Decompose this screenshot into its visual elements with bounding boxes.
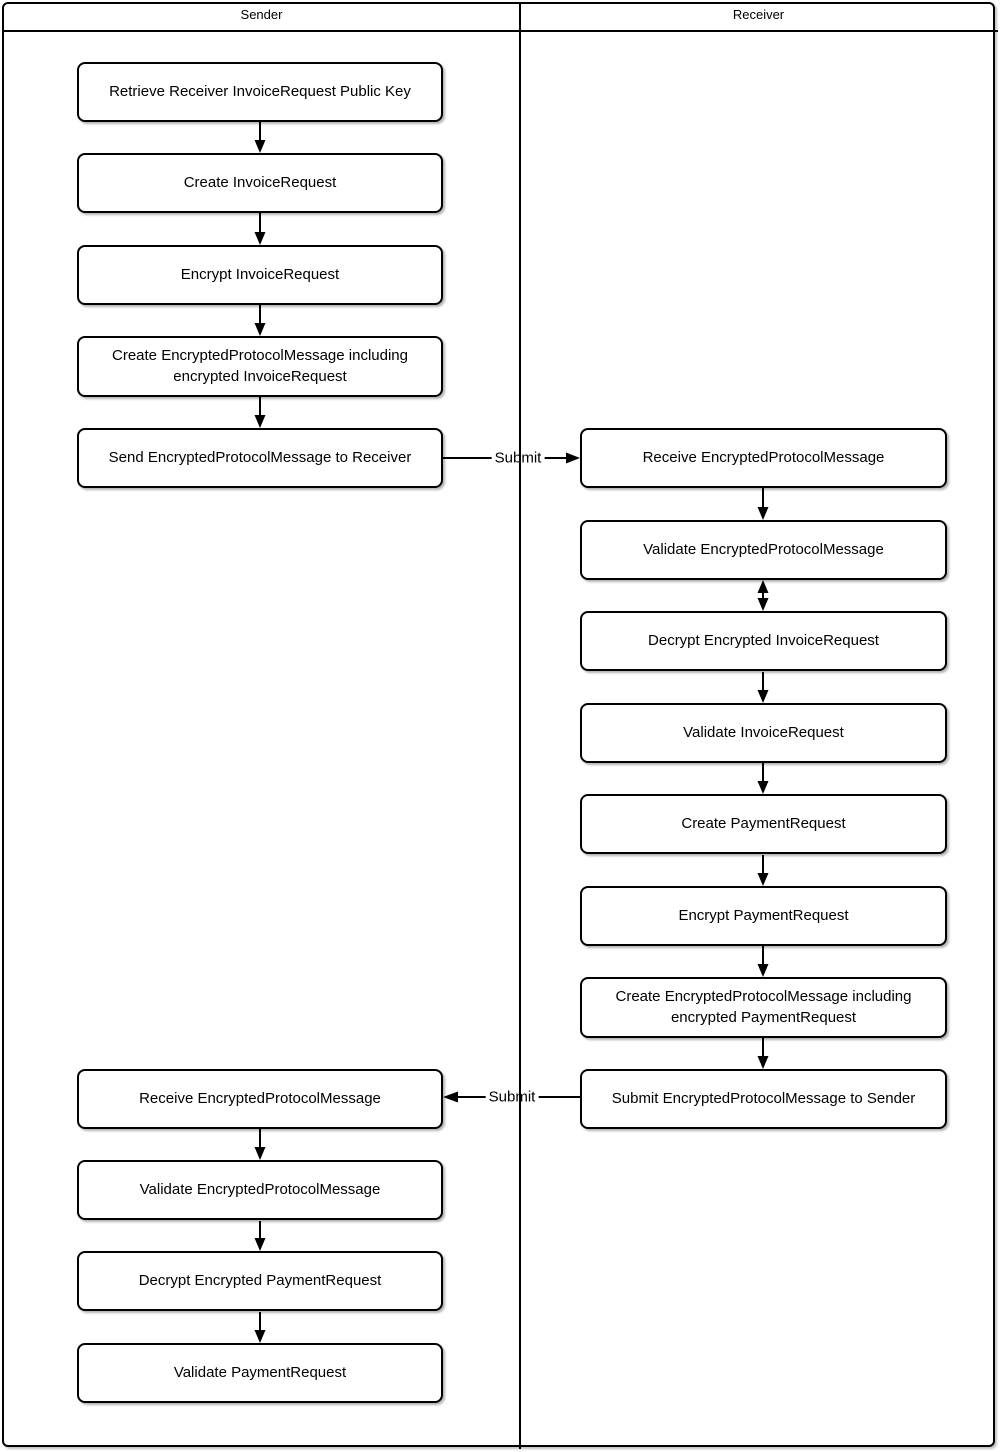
flow-step-receive-epm-receiver: Receive EncryptedProtocolMessage: [580, 428, 947, 488]
arrow-create-epm-to-send: [254, 397, 266, 428]
arrow-validate-to-decrypt-sender: [254, 1221, 266, 1251]
arrow-encrypt-to-create-epm: [254, 305, 266, 336]
arrow-decrypt-to-validate-pr: [254, 1312, 266, 1343]
flow-step-decrypt-paymentrequest: Decrypt Encrypted PaymentRequest: [77, 1251, 443, 1311]
arrow-receive-to-validate-sender: [254, 1129, 266, 1160]
flow-step-receive-epm-sender: Receive EncryptedProtocolMessage: [77, 1069, 443, 1129]
submit-label-to-receiver: Submit: [491, 449, 545, 467]
arrow-create-epm2-to-submit: [757, 1038, 769, 1069]
lane-divider: [519, 2, 521, 1449]
flow-step-validate-epm-receiver: Validate EncryptedProtocolMessage: [580, 520, 947, 580]
flow-step-validate-paymentrequest: Validate PaymentRequest: [77, 1343, 443, 1403]
submit-label-to-sender: Submit: [485, 1088, 539, 1106]
arrow-create-pr-to-encrypt-pr: [757, 855, 769, 886]
arrow-decrypt-to-validate-ir: [757, 672, 769, 703]
header-separator: [2, 30, 998, 32]
arrow-validate-ir-to-create-pr: [757, 763, 769, 794]
flow-step-create-paymentrequest: Create PaymentRequest: [580, 794, 947, 854]
flow-step-encrypt-invoicerequest: Encrypt InvoiceRequest: [77, 245, 443, 305]
flow-step-create-invoicerequest: Create InvoiceRequest: [77, 153, 443, 213]
lane-title-receiver: Receiver: [732, 7, 785, 22]
arrow-retrieve-to-create: [254, 122, 266, 153]
arrow-encrypt-pr-to-create-epm2: [757, 946, 769, 977]
flow-step-retrieve-public-key: Retrieve Receiver InvoiceRequest Public …: [77, 62, 443, 122]
flow-step-validate-epm-sender: Validate EncryptedProtocolMessage: [77, 1160, 443, 1220]
flow-step-encrypt-paymentrequest: Encrypt PaymentRequest: [580, 886, 947, 946]
flow-step-submit-epm-to-sender: Submit EncryptedProtocolMessage to Sende…: [580, 1069, 947, 1129]
flow-step-create-epm-paymentrequest: Create EncryptedProtocolMessage includin…: [580, 977, 947, 1038]
flow-step-decrypt-invoicerequest: Decrypt Encrypted InvoiceRequest: [580, 611, 947, 671]
flow-step-validate-invoicerequest: Validate InvoiceRequest: [580, 703, 947, 763]
flow-step-send-epm-to-receiver: Send EncryptedProtocolMessage to Receive…: [77, 428, 443, 488]
arrow-create-to-encrypt: [254, 213, 266, 245]
lane-title-sender: Sender: [240, 7, 283, 22]
arrow-validate-to-decrypt-receiver-double: [757, 580, 769, 611]
arrow-receive-to-validate-receiver: [757, 488, 769, 520]
flow-step-create-epm-invoicerequest: Create EncryptedProtocolMessage includin…: [77, 336, 443, 397]
